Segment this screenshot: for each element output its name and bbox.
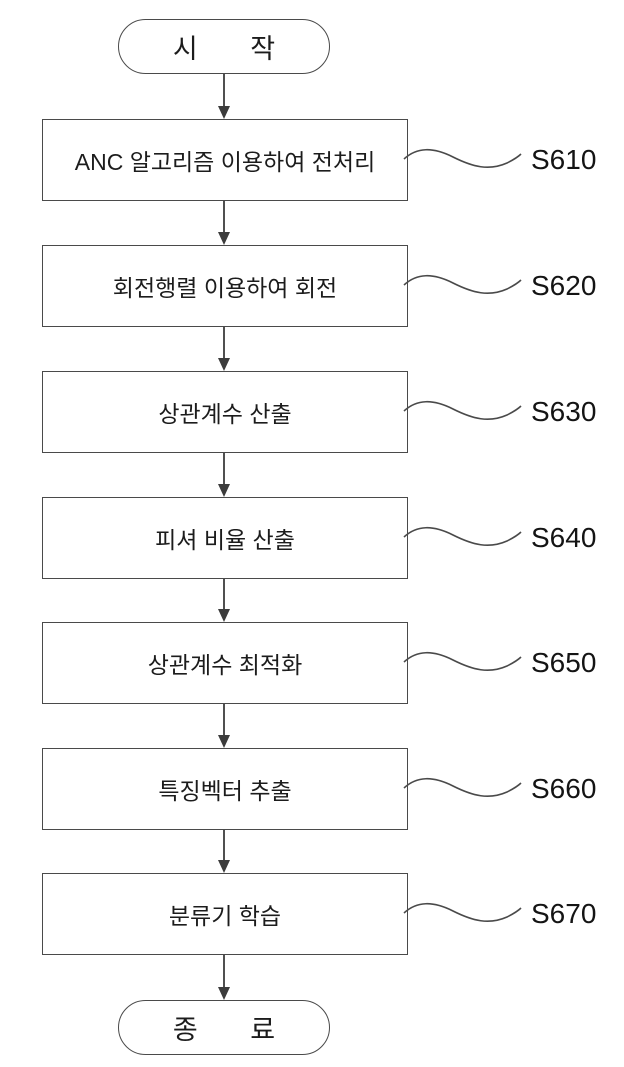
arrow-down-icon xyxy=(218,703,230,748)
step-box-fisher-ratio: 피셔 비율 산출 xyxy=(42,497,408,579)
step-tag: S650 xyxy=(531,647,597,678)
step-label: 회전행렬 이용하여 회전 xyxy=(112,275,338,301)
reference-squiggle-icon xyxy=(403,148,522,169)
reference-squiggle-icon xyxy=(403,651,522,672)
arrow-down-icon xyxy=(218,577,230,622)
arrow-down-icon xyxy=(218,200,230,245)
reference-squiggle-icon xyxy=(403,902,522,923)
step-tag: S620 xyxy=(531,270,597,301)
end-terminal-label: 종 료 xyxy=(172,1015,276,1045)
reference-squiggle-icon xyxy=(403,777,522,798)
step-label: 분류기 학습 xyxy=(168,903,282,929)
step-tag: S640 xyxy=(531,522,597,553)
reference-squiggle-icon xyxy=(403,400,522,421)
step-label: 상관계수 최적화 xyxy=(147,652,303,678)
reference-squiggle-icon xyxy=(403,526,522,547)
arrow-down-icon xyxy=(218,955,230,1000)
step-box-optimize: 상관계수 최적화 xyxy=(42,622,408,704)
step-label: 특징벡터 추출 xyxy=(158,778,292,804)
step-tag: S610 xyxy=(531,144,597,175)
step-tag: S670 xyxy=(531,898,597,929)
end-terminal: 종 료 xyxy=(118,1000,330,1055)
step-label: 피셔 비율 산출 xyxy=(155,527,295,553)
step-tag: S630 xyxy=(531,396,597,427)
reference-squiggle-icon xyxy=(403,274,522,295)
step-label: 상관계수 산출 xyxy=(158,401,292,427)
step-box-correlation: 상관계수 산출 xyxy=(42,371,408,453)
step-box-feature-vector: 특징벡터 추출 xyxy=(42,748,408,830)
step-box-classifier: 분류기 학습 xyxy=(42,873,408,955)
start-terminal: 시 작 xyxy=(118,19,330,74)
step-box-preprocess: ANC 알고리즘 이용하여 전처리 xyxy=(42,119,408,201)
arrow-down-icon xyxy=(218,828,230,873)
arrow-down-icon xyxy=(218,74,230,119)
step-label: ANC 알고리즘 이용하여 전처리 xyxy=(74,149,376,175)
arrow-down-icon xyxy=(218,326,230,371)
step-box-rotate: 회전행렬 이용하여 회전 xyxy=(42,245,408,327)
arrow-down-icon xyxy=(218,452,230,497)
start-terminal-label: 시 작 xyxy=(172,34,276,64)
step-tag: S660 xyxy=(531,773,597,804)
